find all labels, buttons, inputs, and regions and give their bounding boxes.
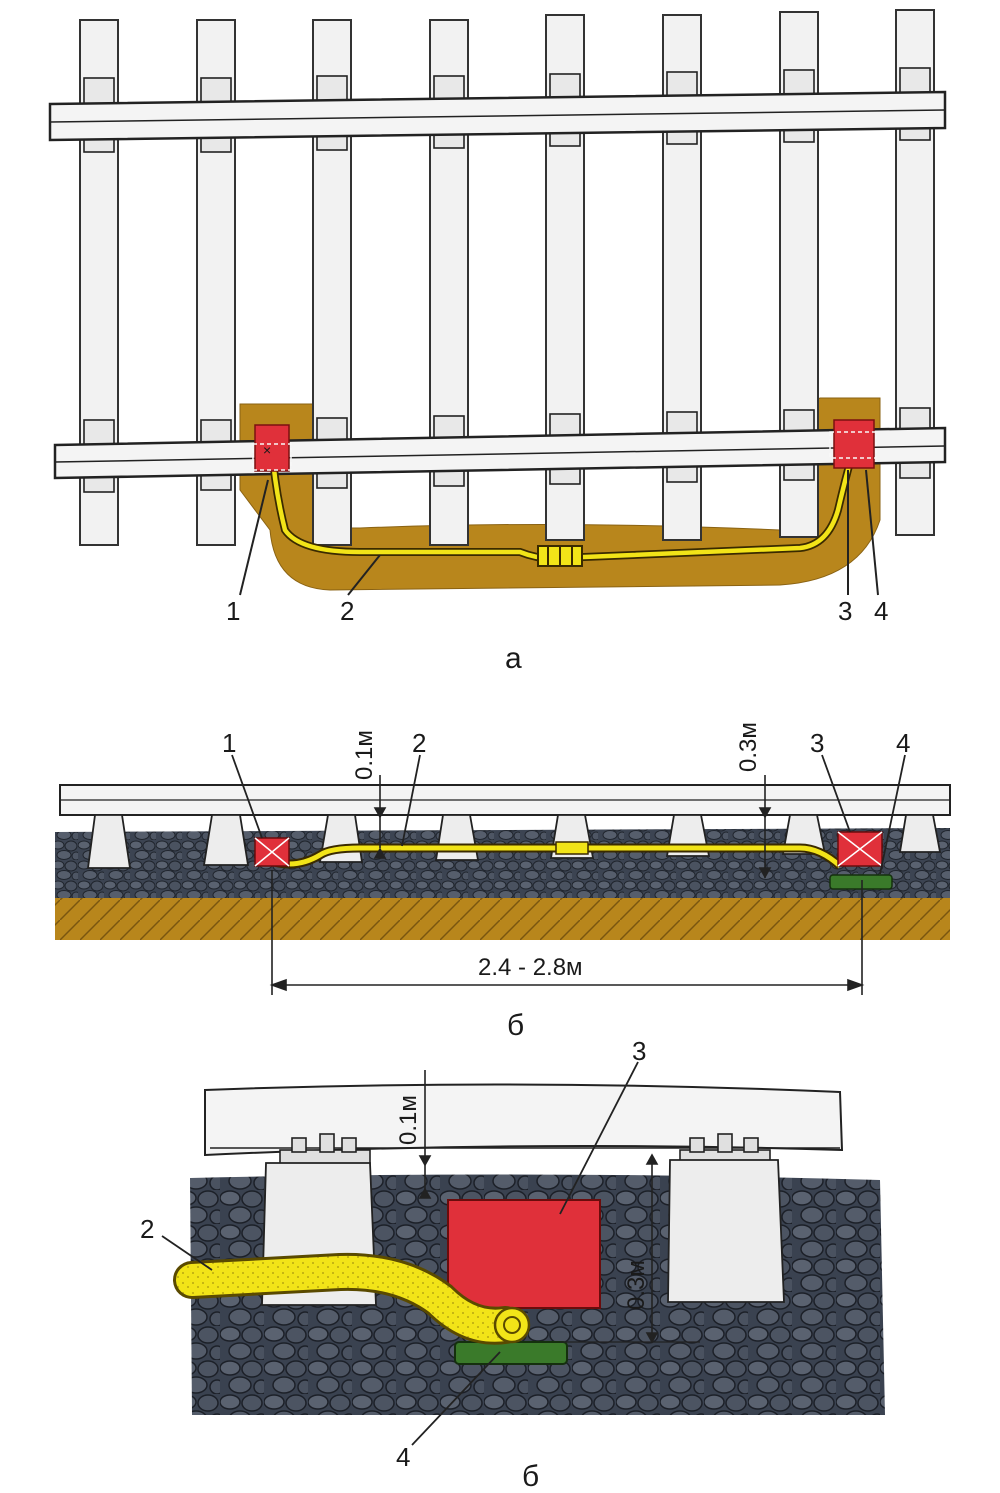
connection-box-3-plan (829, 419, 877, 469)
callout-c-2: 2 (140, 1214, 154, 1244)
leaders-c (161, 1061, 639, 1446)
dim-b-upper-right: 0.3м (735, 722, 762, 772)
leaders-b (231, 754, 906, 875)
dims-b (269, 775, 865, 995)
anchor-4-side (829, 874, 893, 890)
callout-b-1: 1 (222, 728, 236, 758)
cable-side-inner (267, 845, 842, 868)
callout-c-3: 3 (632, 1036, 646, 1066)
figure-b: 0.1м 0.3м 2.4 - 2.8м 1 2 3 4 б (55, 722, 951, 1042)
dims-c (418, 1070, 700, 1344)
cable-coupling-side (555, 841, 589, 855)
callout-a-1: 1 (226, 596, 240, 626)
rail-side (59, 784, 951, 816)
dim-b-upper-left: 0.1м (351, 730, 378, 780)
callout-b-3: 3 (810, 728, 824, 758)
caption-c: б (522, 1460, 539, 1493)
callout-c-4: 4 (396, 1442, 410, 1472)
connection-box-1-plan: × (252, 424, 292, 472)
callout-a-2: 2 (340, 596, 354, 626)
dim-c-top: 0.1м (395, 1095, 422, 1145)
leaders-a (239, 469, 879, 596)
cable-plan-inner (269, 447, 855, 561)
connection-box-3-side (837, 831, 883, 867)
rail-detail (204, 1083, 844, 1157)
cable-coupling (537, 545, 583, 567)
dim-b-span: 2.4 - 2.8м (478, 954, 583, 981)
cable-end-detail (493, 1306, 531, 1344)
cable-detail-inner (176, 1255, 521, 1342)
caption-b: б (507, 1009, 524, 1042)
callout-b-2: 2 (412, 728, 426, 758)
dim-c-depth: 0.3м (623, 1260, 650, 1310)
connection-box-3-detail (447, 1199, 601, 1309)
callout-a-3: 3 (838, 596, 852, 626)
figure-c: 0.1м 0.3м 2 3 4 б (140, 1036, 885, 1493)
trench-soil (239, 397, 881, 591)
callout-b-4: 4 (896, 728, 910, 758)
caption-a: а (505, 642, 522, 675)
connection-box-1-side (254, 837, 290, 867)
figure-a: × 1 2 3 4 а (48, 9, 947, 675)
soil-layer (55, 895, 950, 940)
callout-a-4: 4 (874, 596, 888, 626)
svg-text:×: × (263, 442, 271, 458)
anchor-4-detail (454, 1341, 568, 1365)
